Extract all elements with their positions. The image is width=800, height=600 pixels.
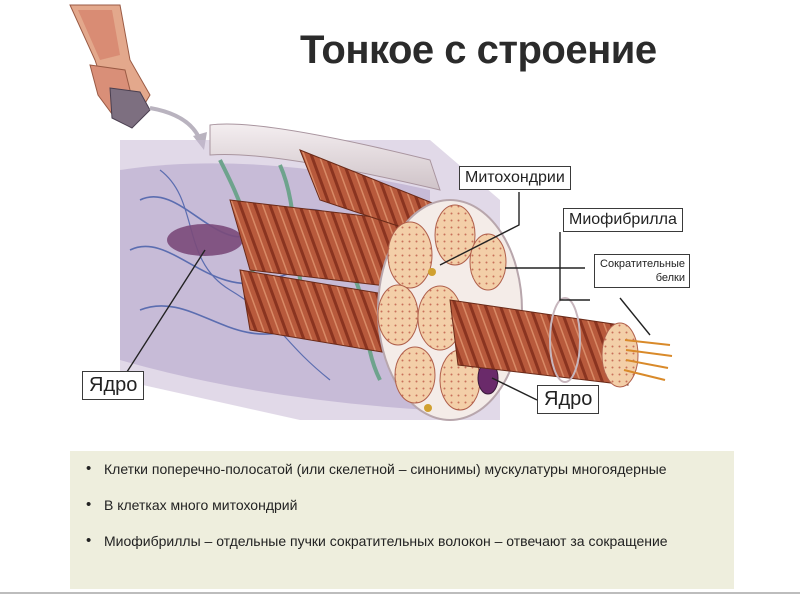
note-item: В клетках много митохондрий <box>82 497 722 513</box>
label-myofibril: Миофибрилла <box>563 208 683 232</box>
notes-box: Клетки поперечно-полосатой (или скелетно… <box>70 451 734 589</box>
muscle-bundle-icon <box>70 5 150 128</box>
note-item: Миофибриллы – отдельные пучки сократител… <box>82 533 722 549</box>
label-nucleus-right: Ядро <box>537 385 599 414</box>
label-contractile-line2: белки <box>599 271 685 285</box>
label-mitochondria: Митохондрии <box>459 166 571 190</box>
slide-title: Тонкое с строение <box>300 28 657 73</box>
notes-list: Клетки поперечно-полосатой (или скелетно… <box>82 461 722 549</box>
note-item: Клетки поперечно-полосатой (или скелетно… <box>82 461 722 477</box>
divider <box>0 592 800 594</box>
label-nucleus-left: Ядро <box>82 371 144 400</box>
label-contractile-proteins: Сократительные белки <box>594 254 690 288</box>
label-contractile-line1: Сократительные <box>599 257 685 271</box>
